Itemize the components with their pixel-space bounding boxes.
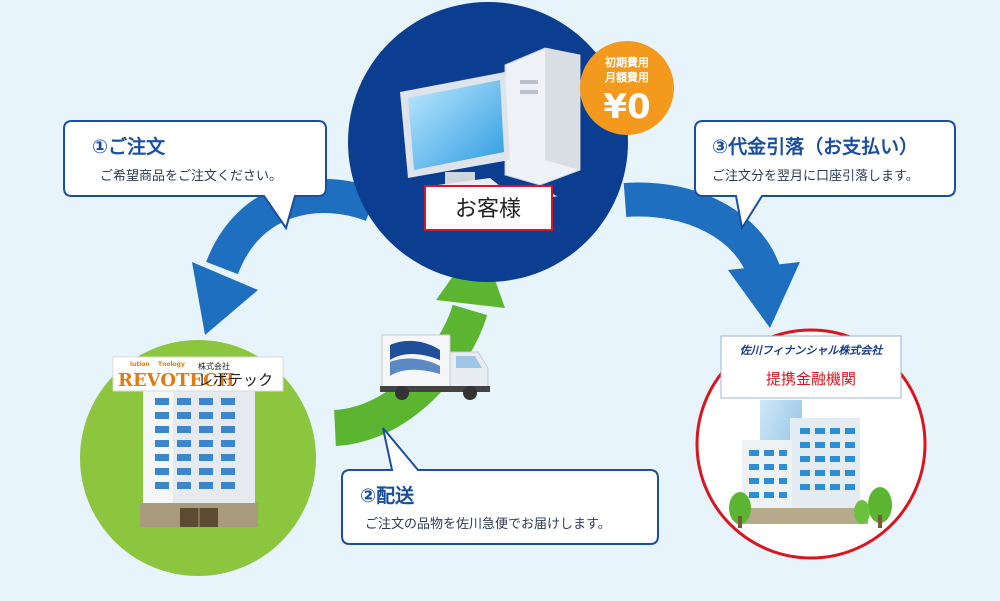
- office-building-icon: [140, 388, 258, 527]
- bank-buildings-icon: [729, 400, 892, 528]
- callout-payment: ③代金引落（お支払い） ご注文分を翌月に口座引落します。: [694, 120, 956, 231]
- company-corp-type: 株式会社: [198, 361, 230, 371]
- company-node: REVOTECH lution Tnology 株式会社 レボテック: [80, 340, 316, 576]
- logo-small-2: Tnology: [158, 361, 185, 368]
- tree-icon: [868, 487, 892, 523]
- badge-amount: ¥0: [603, 87, 650, 127]
- step3-title: ③代金引落（お支払い）: [712, 135, 918, 158]
- customer-node: お客様: [348, 2, 628, 282]
- step1-body: ご希望商品をご注文ください。: [100, 168, 282, 184]
- company-logo-box: [112, 356, 284, 392]
- step3-body: ご注文分を翌月に口座引落します。: [712, 168, 919, 184]
- step2-body: ご注文の品物を佐川急便でお届けします。: [365, 516, 611, 532]
- price-badge: 初期費用 月額費用 ¥0: [580, 41, 674, 135]
- bank-label: 提携金融機関: [766, 370, 856, 388]
- bank-node: 佐川フィナンシャル株式会社 提携金融機関: [695, 328, 927, 560]
- customer-label-box: [424, 185, 553, 231]
- revotech-logo: REVOTECH lution Tnology: [118, 361, 234, 391]
- logo-main: REVOTECH: [118, 370, 234, 391]
- callout-order: ①ご注文 ご希望商品をご注文ください。: [63, 120, 327, 231]
- step1-title: ①ご注文: [92, 135, 166, 158]
- bank-label-box: [720, 335, 902, 399]
- truck-icon: [380, 334, 490, 400]
- badge-line1: 初期費用: [605, 55, 649, 69]
- tree-icon: [729, 492, 751, 524]
- arrow-payment: [623, 182, 800, 328]
- logo-small-1: lution: [130, 361, 150, 368]
- step2-title: ②配送: [360, 484, 415, 507]
- customer-label: お客様: [455, 197, 521, 222]
- company-name: レボテック: [198, 371, 273, 389]
- bank-provider: 佐川フィナンシャル株式会社: [740, 344, 885, 357]
- callout-delivery: ②配送 ご注文の品物を佐川急便でお届けします。: [341, 427, 659, 545]
- badge-line2: 月額費用: [604, 70, 649, 84]
